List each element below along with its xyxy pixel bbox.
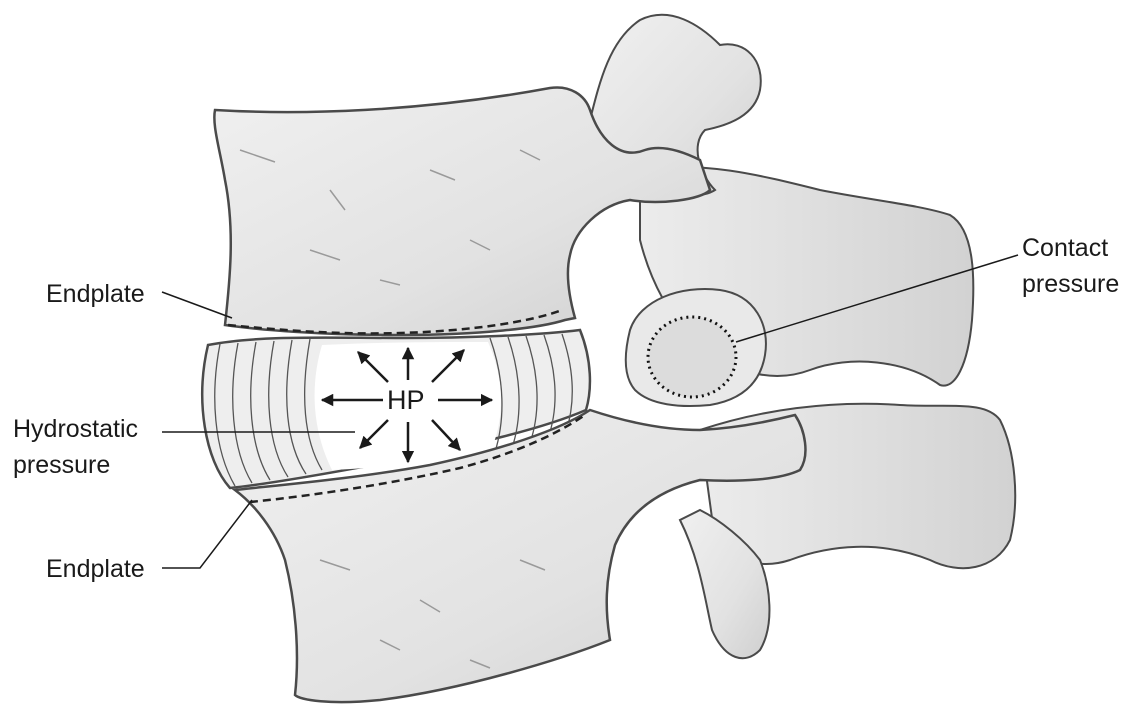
contact-pressure-label-line1: Contact xyxy=(1022,232,1108,264)
contact-pressure-label-line2: pressure xyxy=(1022,268,1119,300)
endplate-upper-leader xyxy=(162,292,232,318)
hydrostatic-pressure-label-line2: pressure xyxy=(13,449,110,481)
contact-pressure-area xyxy=(648,317,736,397)
facet-joint xyxy=(626,289,766,406)
endplate-upper-label: Endplate xyxy=(46,278,145,310)
hp-label: HP xyxy=(385,385,427,416)
endplate-lower-leader xyxy=(162,500,252,568)
hydrostatic-pressure-label-line1: Hydrostatic xyxy=(13,413,138,445)
endplate-lower-label: Endplate xyxy=(46,553,145,585)
